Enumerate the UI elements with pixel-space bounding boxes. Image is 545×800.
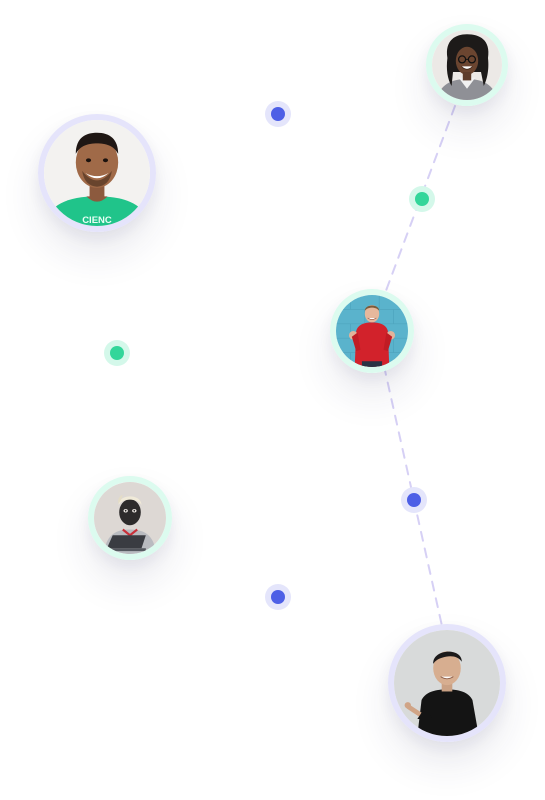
marker-dot-green	[104, 340, 130, 366]
marker-dot-blue	[265, 101, 291, 127]
avatar-person-laptop	[88, 476, 172, 560]
woman-glasses-portrait	[432, 30, 502, 100]
avatar-man-green-shirt: CIENC	[38, 114, 156, 232]
marker-dot-blue	[401, 487, 427, 513]
svg-text:CIENC: CIENC	[82, 215, 112, 226]
man-red-sweater-portrait	[336, 295, 408, 367]
man-black-shirt-portrait	[394, 630, 500, 736]
marker-dot-blue	[265, 584, 291, 610]
person-laptop-portrait	[94, 482, 166, 554]
marker-dot-green	[409, 186, 435, 212]
avatar-woman-glasses	[426, 24, 508, 106]
avatar-man-red-sweater	[330, 289, 414, 373]
avatar-man-black-shirt	[388, 624, 506, 742]
man-green-shirt-portrait: CIENC	[44, 120, 150, 226]
